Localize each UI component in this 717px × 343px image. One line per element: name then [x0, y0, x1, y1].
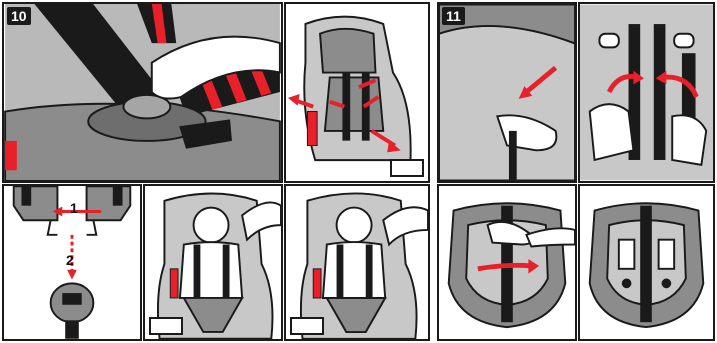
- harness-adjuster-illustration: [4, 4, 281, 181]
- child-seat-illustration: [145, 186, 281, 339]
- step11-panel-base-final: [578, 184, 715, 341]
- buckle-illustration: [4, 186, 140, 339]
- step11-panel-base-slide: [437, 184, 577, 341]
- step10-panel-adjuster: 10: [2, 2, 283, 183]
- step-callout-2: 2: [66, 252, 74, 268]
- step11-panel-straps-outward: [578, 2, 715, 183]
- car-icon: [149, 317, 183, 335]
- base-final-illustration: [580, 186, 713, 339]
- step10-panel-child-strapped: [143, 184, 283, 341]
- step10-panel-buckle: 1 2: [2, 184, 142, 341]
- car-icon: [290, 317, 324, 335]
- step-11-badge: 11: [442, 7, 465, 25]
- car-icon: [390, 159, 424, 177]
- child-seat-adjusted-illustration: [286, 186, 428, 339]
- step-callout-1: 1: [70, 200, 78, 216]
- step10-panel-child-adjusted: [284, 184, 430, 341]
- step-10-badge: 10: [7, 7, 31, 25]
- seat-release-illustration: [286, 4, 428, 181]
- base-slide-illustration: [439, 186, 575, 339]
- step11-panel-pull: 11: [437, 2, 577, 183]
- straps-outward-illustration: [580, 4, 713, 181]
- seat-back-pull-illustration: [439, 4, 575, 181]
- step10-panel-seat-release: [284, 2, 430, 183]
